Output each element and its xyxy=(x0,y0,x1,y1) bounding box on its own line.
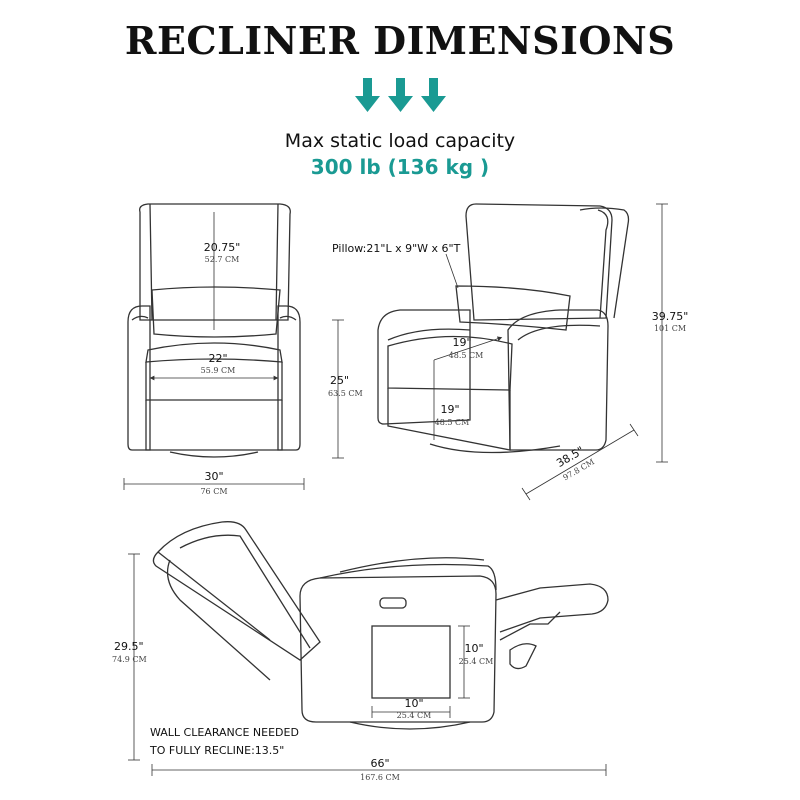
pillow-dimensions-label: Pillow:21"L x 9"W x 6"T xyxy=(332,242,461,255)
seat-depth-label: 19" xyxy=(452,336,471,349)
overall-height-cm: 101 CM xyxy=(654,324,686,333)
panel-width-label: 10" xyxy=(404,697,423,710)
load-capacity-value: 300 lb (136 kg ) xyxy=(310,155,490,179)
front-view-chair xyxy=(127,203,301,458)
reclined-length-label: 66" xyxy=(370,757,389,770)
seat-depth-2-cm: 48.5 CM xyxy=(435,418,470,427)
reclined-view-chair xyxy=(152,521,609,730)
seat-height-label: 25" xyxy=(330,374,349,387)
load-arrows-icon xyxy=(355,78,446,112)
angled-dimension-lines xyxy=(433,203,668,501)
seat-depth-2-label: 19" xyxy=(440,403,459,416)
load-capacity-label: Max static load capacity xyxy=(284,130,516,152)
down-arrow-icon xyxy=(421,78,446,112)
front-dimension-lines xyxy=(123,212,344,490)
seat-depth-cm: 48.5 CM xyxy=(449,351,484,360)
panel-height-cm: 25.4 CM xyxy=(459,657,494,666)
seat-width-label: 22" xyxy=(208,352,227,365)
overall-width-label: 30" xyxy=(204,470,223,483)
reclined-height-label: 29.5" xyxy=(114,640,144,653)
wall-clearance-line2: TO FULLY RECLINE:13.5" xyxy=(149,744,284,757)
seat-width-cm: 55.9 CM xyxy=(201,366,236,375)
overall-height-label: 39.75" xyxy=(652,310,689,323)
reclined-dimension-lines xyxy=(128,553,607,776)
backrest-height-label: 20.75" xyxy=(204,241,241,254)
reclined-height-cm: 74.9 CM xyxy=(112,655,147,664)
page-title: RECLINER DIMENSIONS xyxy=(124,18,676,63)
overall-width-cm: 76 CM xyxy=(200,487,227,496)
backrest-height-cm: 52.7 CM xyxy=(205,255,240,264)
down-arrow-icon xyxy=(355,78,380,112)
panel-width-cm: 25.4 CM xyxy=(397,711,432,720)
reclined-length-cm: 167.6 CM xyxy=(360,773,400,782)
seat-height-cm: 63.5 CM xyxy=(328,389,363,398)
panel-height-label: 10" xyxy=(464,642,483,655)
wall-clearance-line1: WALL CLEARANCE NEEDED xyxy=(150,726,299,739)
down-arrow-icon xyxy=(388,78,413,112)
angled-view-chair xyxy=(377,203,630,454)
